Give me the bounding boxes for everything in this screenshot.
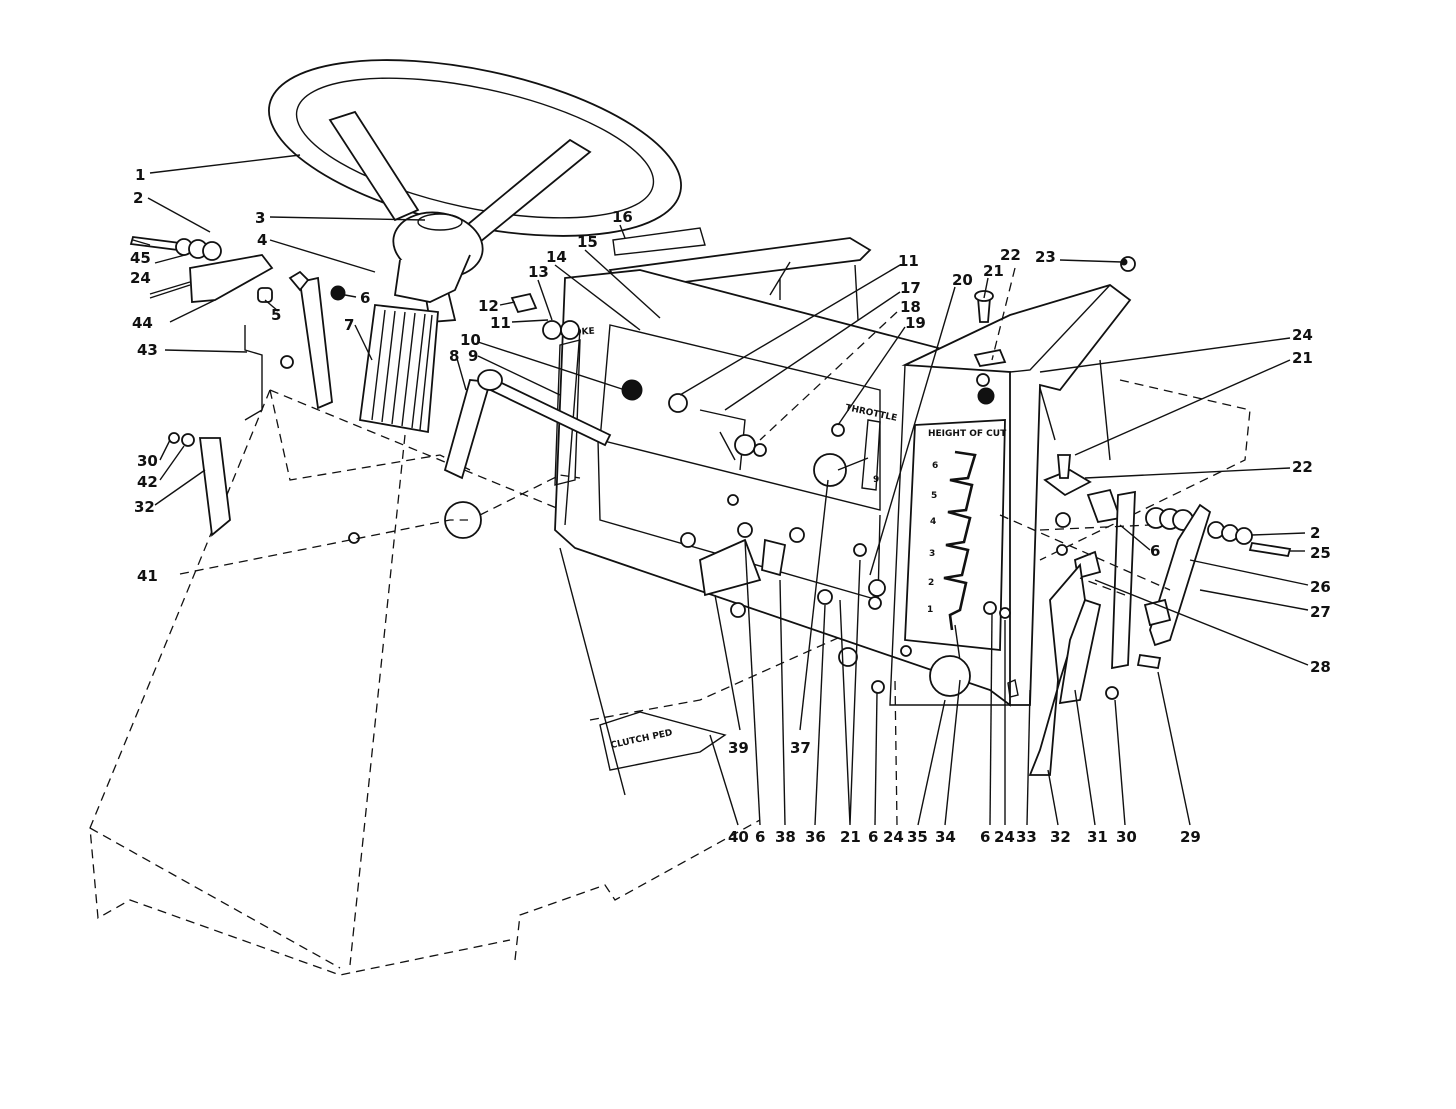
leader-lines [132, 154, 1309, 826]
steering-wheel [268, 59, 682, 323]
label-12: 12 [478, 297, 499, 315]
label-24c: 24 [994, 828, 1015, 846]
height-lever-knob [929, 655, 971, 697]
label-10: 10 [460, 331, 481, 349]
label-2a: 2 [133, 189, 143, 207]
cut-level-2: 2 [928, 578, 934, 588]
control-panel: CHOKE THROTTLE 9 HEIGHT OF CUT 6 5 4 3 2… [554, 269, 1132, 707]
label-2b: 2 [1310, 524, 1320, 542]
label-19: 19 [905, 314, 926, 332]
label-6c: 6 [980, 828, 990, 846]
label-15: 15 [577, 233, 598, 251]
label-14: 14 [546, 248, 567, 266]
callout-labels: 1 2 3 4 45 24 44 5 6 7 43 8 9 10 30 42 3… [130, 166, 1331, 846]
label-33: 33 [1016, 828, 1037, 846]
label-6e: 6 [755, 828, 765, 846]
label-25: 25 [1310, 544, 1331, 562]
label-5: 5 [271, 306, 281, 324]
label-37: 37 [790, 739, 811, 757]
label-41: 41 [137, 567, 158, 585]
label-42: 42 [137, 473, 158, 491]
cut-level-4: 4 [930, 517, 936, 527]
label-43: 43 [137, 341, 158, 359]
label-21b: 21 [1292, 349, 1313, 367]
label-11a: 11 [490, 314, 511, 332]
label-26: 26 [1310, 578, 1331, 596]
label-27: 27 [1310, 603, 1331, 621]
throttle-knob [837, 457, 869, 471]
throttle-marker-text: 9 [873, 475, 879, 485]
label-16: 16 [612, 208, 633, 226]
cut-level-1: 1 [927, 605, 933, 615]
bolt-stack-left [129, 236, 222, 261]
label-7: 7 [344, 316, 354, 334]
label-13: 13 [528, 263, 549, 281]
label-32b: 32 [1050, 828, 1071, 846]
label-6d: 6 [868, 828, 878, 846]
right-linkage [973, 256, 1292, 776]
label-1: 1 [135, 166, 145, 184]
label-29: 29 [1180, 828, 1201, 846]
cut-level-6: 6 [932, 461, 938, 471]
label-18: 18 [900, 298, 921, 316]
label-22b: 22 [1292, 458, 1313, 476]
label-3: 3 [255, 209, 265, 227]
label-34: 34 [935, 828, 956, 846]
label-35: 35 [907, 828, 928, 846]
cut-level-5: 5 [931, 491, 937, 501]
center-hardware [348, 292, 1011, 694]
label-24a: 24 [130, 269, 151, 287]
label-17: 17 [900, 279, 921, 297]
label-32a: 32 [134, 498, 155, 516]
label-21c: 21 [840, 828, 861, 846]
label-11b: 11 [898, 252, 919, 270]
label-6a: 6 [360, 289, 370, 307]
height-of-cut-text: HEIGHT OF CUT [928, 429, 1007, 439]
label-24b: 24 [1292, 326, 1313, 344]
left-brackets [149, 254, 346, 537]
label-9: 9 [468, 347, 478, 365]
label-20: 20 [952, 271, 973, 289]
label-24d: 24 [883, 828, 904, 846]
label-36: 36 [805, 828, 826, 846]
label-6b: 6 [1150, 542, 1160, 560]
label-44: 44 [132, 314, 153, 332]
label-38: 38 [775, 828, 796, 846]
clutch-ped-text: CLUTCH PED [610, 728, 674, 751]
steering-column [358, 304, 439, 434]
label-30a: 30 [137, 452, 158, 470]
label-40: 40 [728, 828, 749, 846]
label-4: 4 [257, 231, 267, 249]
label-31: 31 [1087, 828, 1108, 846]
label-22a: 22 [1000, 246, 1021, 264]
label-23: 23 [1035, 248, 1056, 266]
label-30b: 30 [1116, 828, 1137, 846]
seat [608, 227, 872, 321]
label-39: 39 [728, 739, 749, 757]
label-28: 28 [1310, 658, 1331, 676]
cut-level-3: 3 [929, 549, 935, 559]
label-45: 45 [130, 249, 151, 267]
label-21a: 21 [983, 262, 1004, 280]
label-8: 8 [449, 347, 459, 365]
